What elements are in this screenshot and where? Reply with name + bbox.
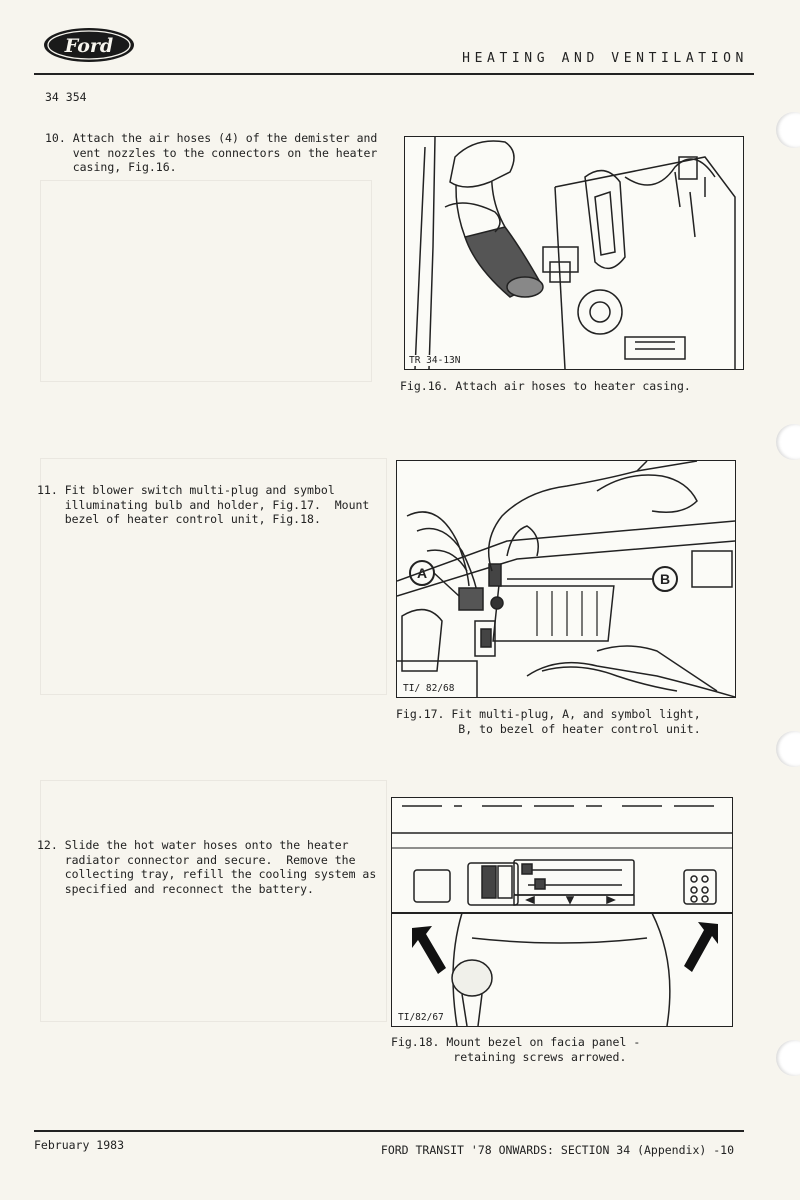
multi-plug-drawing: A B [397, 461, 735, 697]
step-number: 10. [45, 131, 66, 145]
figure-18-illustration: TI/82/67 [391, 797, 733, 1027]
step-text-line: radiator connector and secure. Remove th… [64, 852, 356, 867]
step-text-line: Fit blower switch multi-plug and symbol [64, 483, 335, 497]
figure-16-illustration: TR 34-13N [404, 136, 744, 370]
step-text-line: illuminating bulb and holder, Fig.17. Mo… [64, 497, 370, 512]
step-text-line: Slide the hot water hoses onto the heate… [64, 838, 349, 852]
step-11: 11. Fit blower switch multi-plug and sym… [37, 483, 369, 527]
screw-arrow-right-icon [684, 922, 718, 972]
caption-line: Fig.18. Mount bezel on facia panel - [391, 1035, 641, 1049]
ford-logo-text: Ford [64, 35, 113, 57]
figure-17-caption: Fig.17. Fit multi-plug, A, and symbol li… [396, 707, 701, 736]
step-10: 10. Attach the air hoses (4) of the demi… [45, 131, 377, 175]
show-through-frame-3 [40, 780, 387, 1022]
ford-logo: Ford [44, 28, 134, 62]
caption-line: retaining screws arrowed. [391, 1049, 627, 1064]
step-text-line: bezel of heater control unit, Fig.18. [64, 512, 321, 526]
section-title: HEATING AND VENTILATION [462, 51, 748, 66]
step-text-line: vent nozzles to the connectors on the he… [72, 145, 378, 160]
callout-b-label: B [660, 571, 670, 587]
step-number: 11. [37, 483, 58, 497]
footer-date: February 1983 [34, 1138, 125, 1152]
figure-reference-code: TI/ 82/68 [401, 683, 457, 694]
footer-title: FORD TRANSIT '78 ONWARDS: SECTION 34 (Ap… [380, 1143, 734, 1157]
step-text-line: casing, Fig.16. [72, 160, 177, 174]
caption-line: B, to bezel of heater control unit. [396, 721, 701, 736]
punch-hole [776, 731, 800, 767]
step-text-line: collecting tray, refill the cooling syst… [64, 867, 377, 881]
facia-bezel-drawing [392, 805, 732, 1026]
show-through-frame-1 [40, 180, 372, 382]
footer-divider [34, 1130, 744, 1132]
caption-line: Fig.17. Fit multi-plug, A, and symbol li… [396, 707, 701, 721]
step-12: 12. Slide the hot water hoses onto the h… [37, 838, 376, 896]
figure-reference-code: TR 34-13N [407, 355, 463, 366]
step-text-line: Attach the air hoses (4) of the demister… [72, 131, 378, 145]
figure-18-caption: Fig.18. Mount bezel on facia panel - ret… [391, 1035, 640, 1064]
punch-hole [776, 424, 800, 460]
callout-a-label: A [417, 565, 427, 581]
punch-hole [776, 1040, 800, 1076]
step-number: 12. [37, 838, 58, 852]
page-code: 34 354 [45, 90, 87, 104]
punch-hole [776, 112, 800, 148]
figure-reference-code: TI/82/67 [396, 1012, 446, 1023]
figure-17-illustration: A B TI/ 82/68 [396, 460, 736, 698]
figure-16-caption: Fig.16. Attach air hoses to heater casin… [400, 379, 691, 394]
air-hose-drawing [414, 137, 736, 369]
show-through-frame-2 [40, 458, 387, 695]
header-divider [34, 73, 754, 75]
step-text-line: specified and reconnect the battery. [64, 881, 314, 896]
caption-line: Fig.16. Attach air hoses to heater casin… [400, 379, 691, 393]
screw-arrow-left-icon [412, 926, 446, 974]
